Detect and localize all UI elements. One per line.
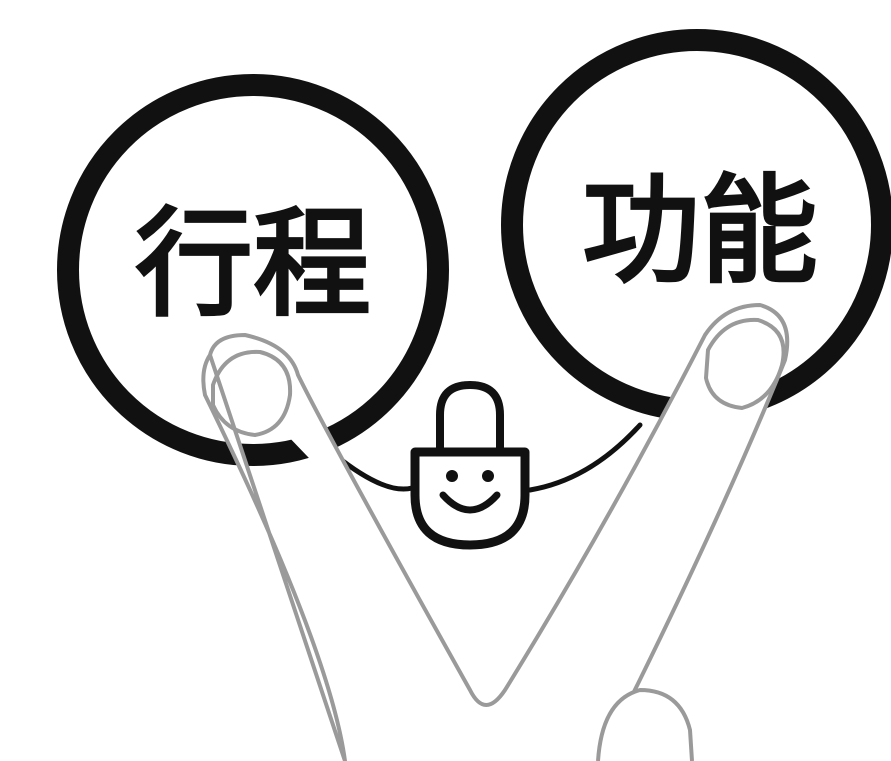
right-fingernail: [703, 317, 786, 411]
lock-smile: [439, 491, 501, 514]
two-finger-press-hand-icon: [201, 303, 790, 761]
thumb-outline: [596, 687, 694, 761]
left-fingernail: [211, 349, 293, 438]
lock-right-eye: [482, 470, 494, 482]
itinerary-button-ring: [57, 74, 449, 466]
lock-left-eye: [446, 470, 458, 482]
hand-outline: [201, 303, 790, 761]
itinerary-button-label: 行程: [135, 195, 371, 333]
function-button[interactable]: 功能: [501, 29, 891, 421]
smiling-lock-icon: [410, 380, 530, 550]
lock-body: [410, 447, 530, 550]
function-button-label: 功能: [582, 162, 818, 300]
itinerary-button[interactable]: 行程: [57, 74, 449, 466]
lock-shackle: [436, 380, 504, 455]
